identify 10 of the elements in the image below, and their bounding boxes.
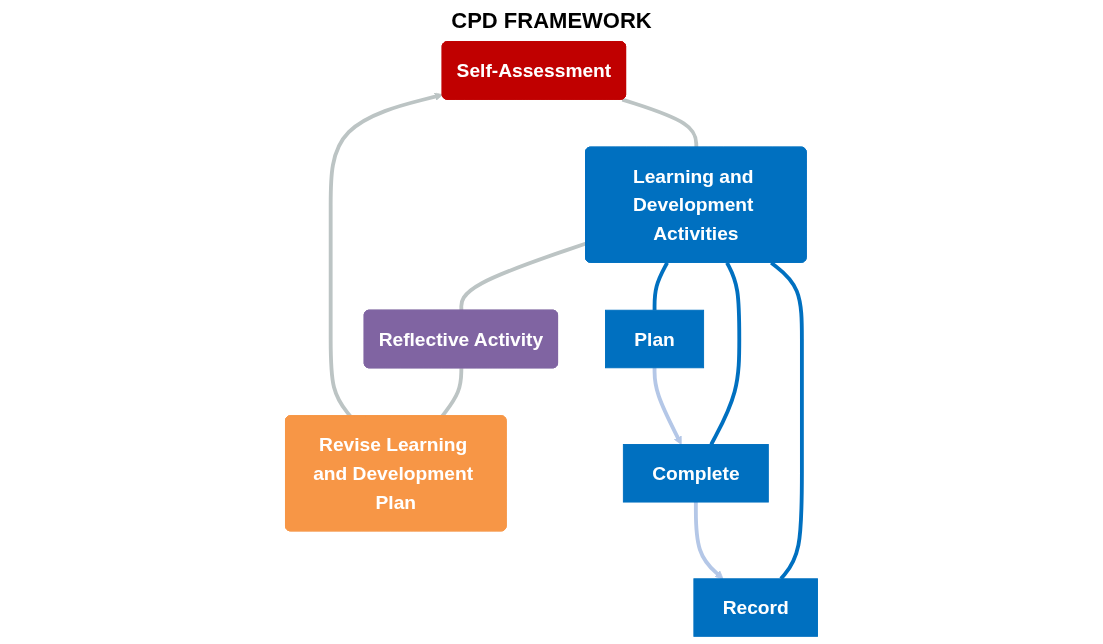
- connector: [459, 241, 587, 311]
- center-label: CPD FRAMEWORK: [451, 8, 652, 34]
- connector: [709, 261, 742, 446]
- arrow: [652, 367, 682, 445]
- node-box: Record: [693, 578, 818, 637]
- connector: [621, 97, 699, 148]
- connector: [652, 261, 669, 311]
- node-box: Complete: [622, 444, 769, 503]
- arrow: [693, 502, 724, 580]
- node-box: Plan: [605, 309, 705, 369]
